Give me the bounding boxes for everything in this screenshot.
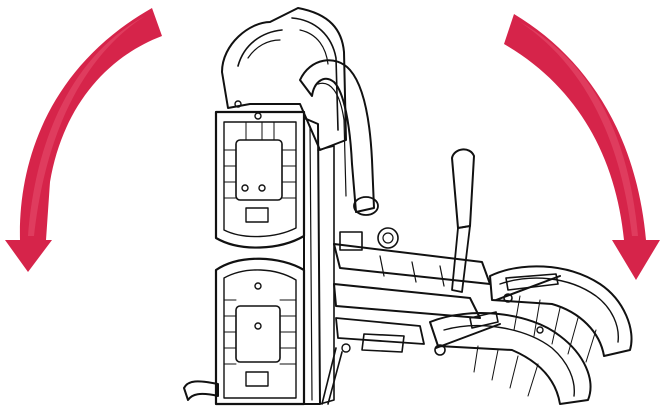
release-lever — [451, 148, 475, 293]
left-arrow-body — [5, 8, 162, 272]
front-wheel-cradles — [429, 265, 633, 405]
right-arrow-body — [504, 14, 660, 280]
support-tube — [299, 59, 379, 216]
bike-rack-drawing — [183, 7, 633, 406]
vertical-mast — [303, 117, 335, 405]
hitch-tube — [183, 380, 219, 401]
lower-clamp-plate — [214, 257, 306, 406]
upper-clamp-plate — [214, 100, 306, 249]
folding-arms — [321, 227, 491, 405]
rotate-right-arrow — [504, 14, 660, 280]
rotate-left-arrow — [5, 8, 162, 272]
